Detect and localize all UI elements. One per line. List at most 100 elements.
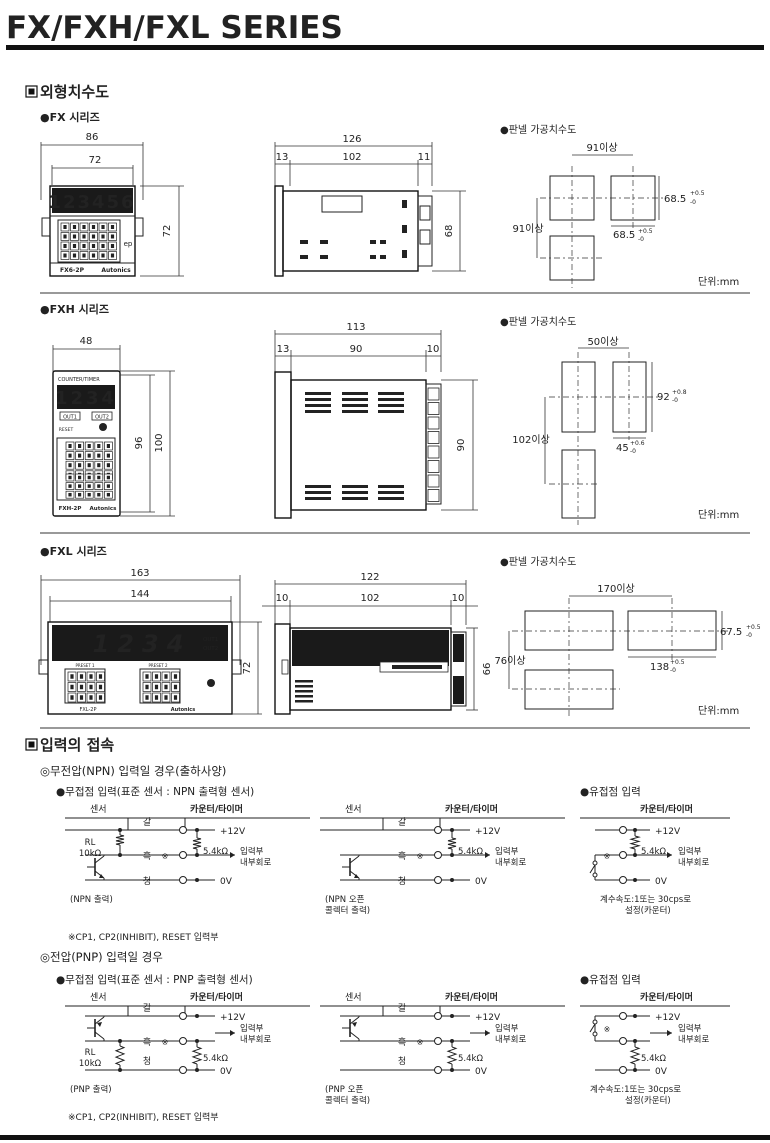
counter-label: 카운터/타이머 <box>445 991 498 1003</box>
svg-text:-0: -0 <box>746 632 752 639</box>
fxh-side-b: 90 <box>350 344 363 355</box>
terminal-icon <box>434 1012 442 1020</box>
svg-text:ep: ep <box>124 240 133 248</box>
wire-blue: 청 <box>143 876 151 887</box>
internal-label: 입력부 <box>495 1023 519 1034</box>
internal-label: 내부회로 <box>678 1035 709 1045</box>
terminal-icon <box>619 1066 627 1074</box>
terminal-icon <box>434 826 442 834</box>
v12-label: +12V <box>220 1013 246 1023</box>
fxh-reset: RESET <box>59 427 74 433</box>
svg-text:+0.5: +0.5 <box>746 624 761 631</box>
footer-rule <box>0 1135 770 1140</box>
star-mark: ※ <box>604 1025 611 1034</box>
fxh-side-height: 90 <box>456 439 467 452</box>
wire-brown: 갈 <box>143 817 151 828</box>
internal-label: 내부회로 <box>495 858 526 868</box>
sensor-label: 센서 <box>345 992 362 1003</box>
terminal-icon <box>619 851 627 859</box>
fxh-panel-cut-h: 92 <box>657 392 670 403</box>
resistor-label: 5.4kΩ <box>458 847 483 857</box>
fxl-display-digits: 1234 <box>93 630 192 658</box>
wire-black: 흑 <box>398 850 406 862</box>
fxl-unit-label: 단위:mm <box>698 704 739 717</box>
v12-label: +12V <box>220 827 246 837</box>
sensor-output-type: 콜렉터 출력) <box>325 1095 370 1106</box>
fxl-side-view <box>274 623 467 715</box>
resistor-icon <box>191 1046 203 1065</box>
npn-subtitle: ●무접점 입력(표준 센서 : NPN 출력형 센서) <box>56 785 254 798</box>
fx-panel-pitch-h: 91이상 <box>586 142 617 154</box>
sensor-output-type: (NPN 오픈 <box>325 895 365 905</box>
svg-text:-0: -0 <box>672 397 678 404</box>
fxh-panel-cut-w: 45 <box>616 443 629 454</box>
terminal-icon <box>434 1037 442 1045</box>
fxl-panel-title: ●판넬 가공치수도 <box>500 556 576 568</box>
fxl-preset2: PRESET 2 <box>148 663 168 668</box>
fxl-panel-cut-h: 67.5 <box>720 627 742 638</box>
svg-text:+0.5: +0.5 <box>638 228 653 235</box>
counter-label: 카운터/타이머 <box>640 991 693 1003</box>
wire-black: 흑 <box>143 850 151 862</box>
speed-note: 설정(카운터) <box>625 1095 671 1106</box>
fx-unit-label: 단위:mm <box>698 275 739 288</box>
resistor-label: 5.4kΩ <box>203 847 228 857</box>
wire-black: 흑 <box>398 1036 406 1048</box>
terminal-icon <box>619 876 627 884</box>
sensor-output-type: (PNP 출력) <box>70 1084 112 1095</box>
fxl-brand: Autonics <box>171 707 195 713</box>
terminal-icon <box>434 1066 442 1074</box>
fxh-header-text: COUNTER/TIMER <box>58 377 100 383</box>
npn-contact-title: ●유접점 입력 <box>580 785 641 798</box>
sensor-label: 센서 <box>90 804 107 815</box>
fx-side-b: 102 <box>342 152 361 163</box>
pnp-note: ※CP1, CP2(INHIBIT), RESET 입력부 <box>68 1111 219 1123</box>
wire-blue: 청 <box>143 1056 151 1067</box>
fx-front-height: 72 <box>162 225 173 238</box>
internal-label: 내부회로 <box>495 1035 526 1045</box>
wire-brown: 갈 <box>143 1003 151 1014</box>
v0-label: 0V <box>655 877 668 887</box>
resistor-icon <box>114 1045 126 1066</box>
fxl-panel-pitch-h: 170이상 <box>597 583 635 595</box>
fxh-out2: OUT2 <box>95 415 109 421</box>
fx-side-view <box>274 185 433 277</box>
resistor-label: 5.4kΩ <box>458 1054 483 1064</box>
internal-label: 입력부 <box>240 846 264 857</box>
rl-value: 10kΩ <box>79 849 102 859</box>
fxh-panel-cutout <box>549 352 660 525</box>
fxl-side-a: 10 <box>276 593 289 604</box>
page-title: FX/FXH/FXL SERIES <box>6 10 343 46</box>
fx-side-total: 126 <box>342 134 361 145</box>
fxl-side-c: 10 <box>452 593 465 604</box>
pnp-contact-title: ●유접점 입력 <box>580 973 641 986</box>
counter-label: 카운터/타이머 <box>445 803 498 815</box>
internal-label: 입력부 <box>678 1023 702 1034</box>
fx-side-c: 11 <box>418 152 431 163</box>
v0-label: 0V <box>220 1067 233 1077</box>
fxh-brand: Autonics <box>90 506 118 512</box>
sensor-output-type: (PNP 오픈 <box>325 1085 363 1095</box>
fxl-front-width-inner: 144 <box>130 589 149 600</box>
fxh-front-height-inner: 96 <box>134 437 145 450</box>
fx-panel-cut-w: 68.5 <box>613 230 635 241</box>
internal-label: 내부회로 <box>678 858 709 868</box>
fxl-out2: OUT2 <box>203 646 218 652</box>
fxl-out1: OUT1 <box>203 637 218 643</box>
fxh-label: ●FXH 시리즈 <box>40 302 109 316</box>
wire-blue: 청 <box>398 1056 406 1067</box>
fxl-side-height: 66 <box>482 663 493 676</box>
fxl-front-view: 1234 OUT1 OUT2 PRESET 1 PRESET 2 FXL-2P … <box>38 621 242 715</box>
fxh-unit-label: 단위:mm <box>698 508 739 521</box>
fxl-model: FXL-2P <box>80 707 97 713</box>
speed-note: 계수속도:1또는 30cps로 <box>600 894 691 905</box>
resistor-icon <box>115 834 125 846</box>
internal-label: 내부회로 <box>240 1035 271 1045</box>
pnp-title: ◎전압(PNP) 입력일 경우 <box>40 950 163 964</box>
v0-label: 0V <box>475 877 488 887</box>
rl-value: 10kΩ <box>79 1059 102 1069</box>
star-mark: ※ <box>604 852 611 861</box>
v12-label: +12V <box>655 1013 681 1023</box>
fxh-out1: OUT1 <box>63 415 77 421</box>
sensor-label: 센서 <box>90 992 107 1003</box>
